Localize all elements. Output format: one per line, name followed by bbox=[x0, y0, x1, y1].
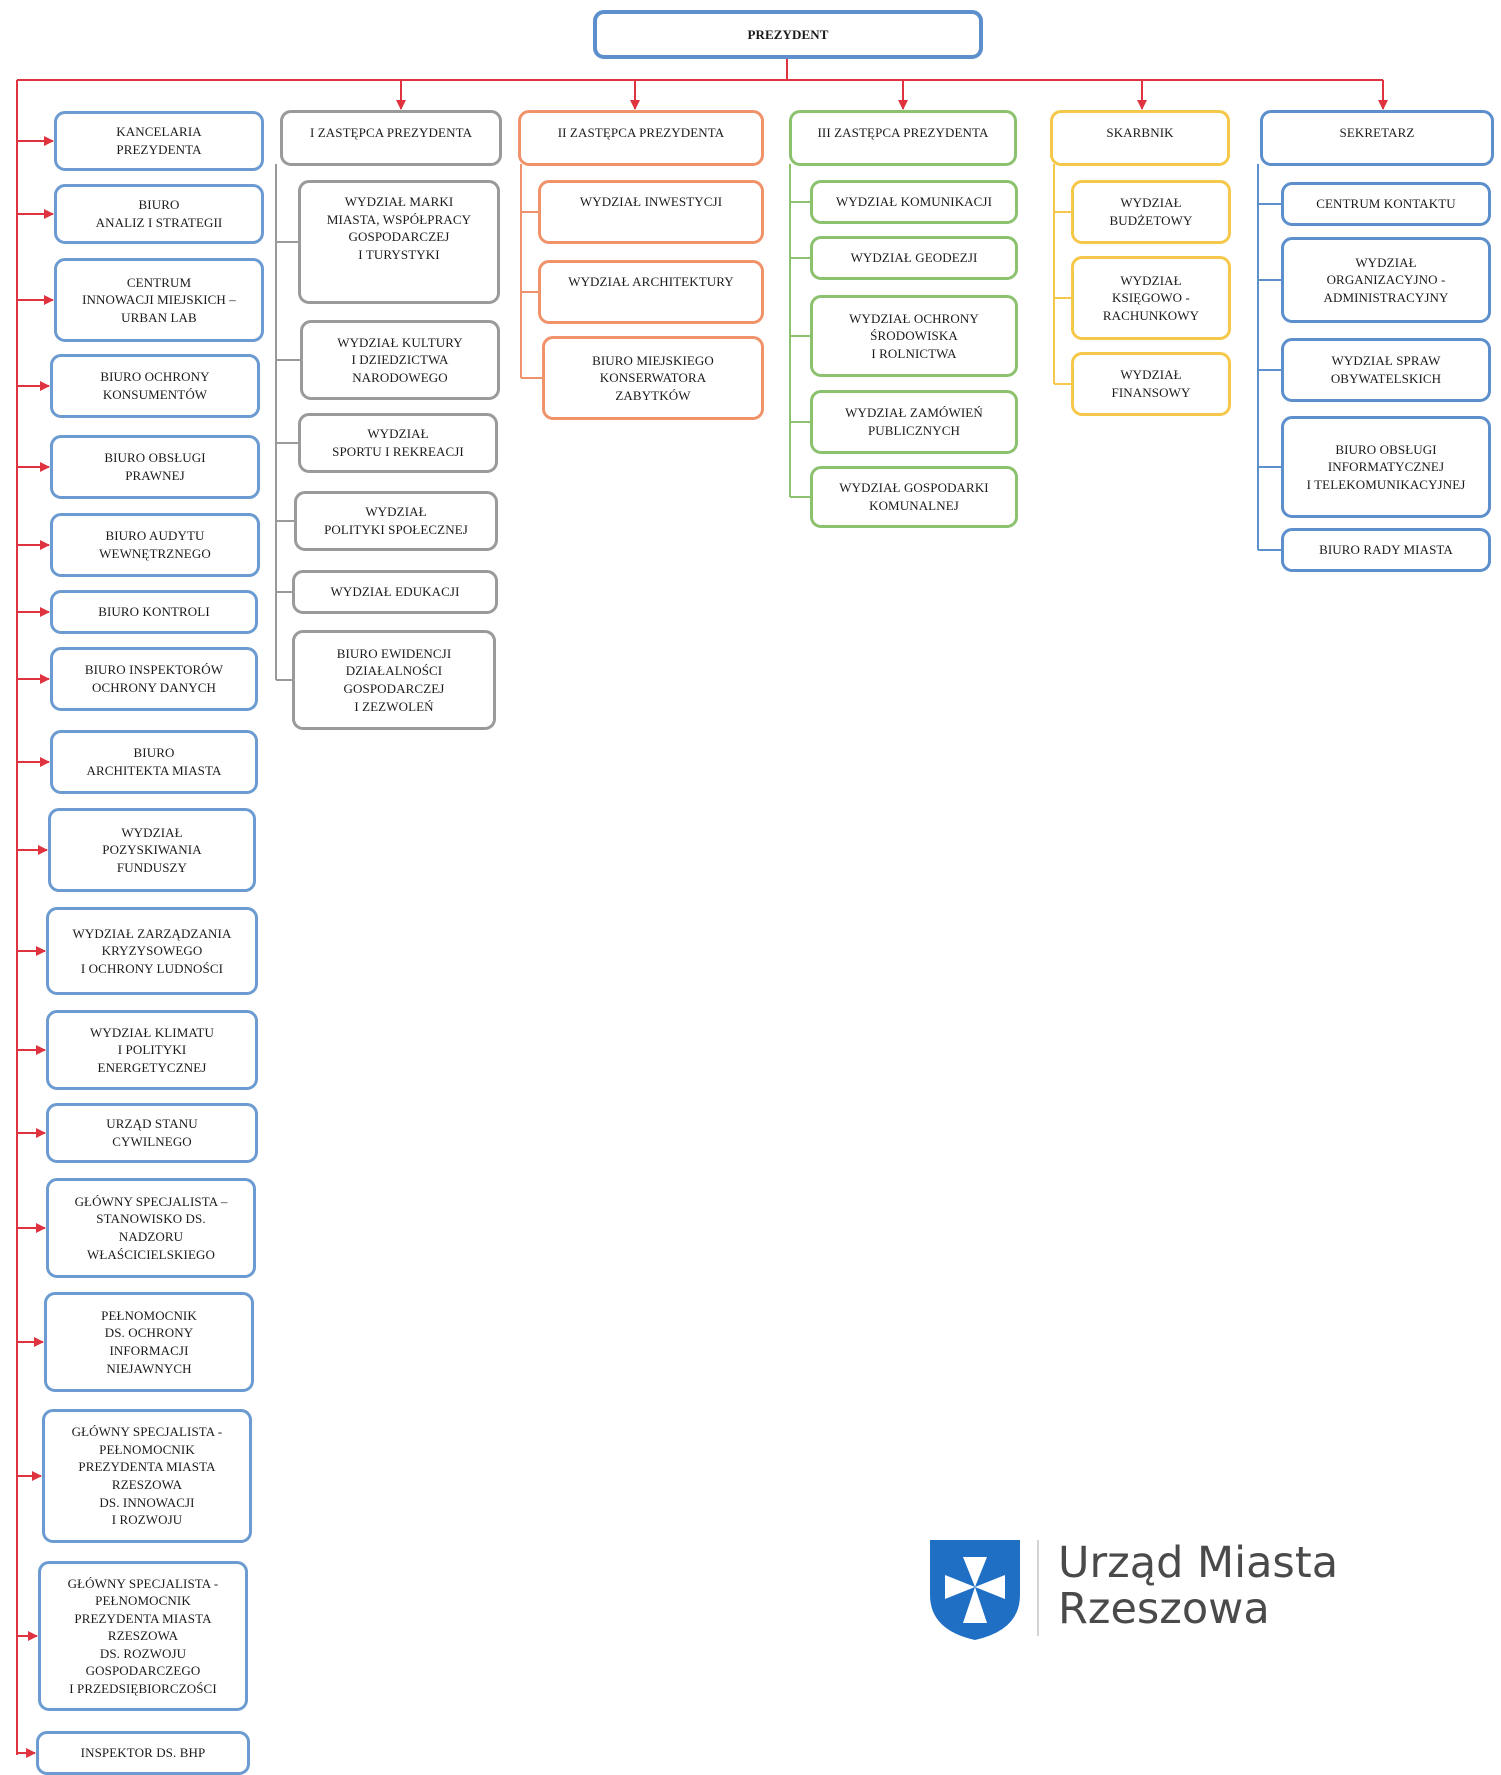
branch-head-1[interactable]: I ZASTĘPCA PREZYDENTA bbox=[280, 110, 502, 166]
left-office-2[interactable]: BIURO ANALIZ I STRATEGII bbox=[54, 184, 264, 244]
branch-head-4[interactable]: SKARBNIK bbox=[1050, 110, 1230, 166]
branch-1-unit-2[interactable]: WYDZIAŁ KULTURY I DZIEDZICTWA NARODOWEGO bbox=[300, 320, 500, 400]
logo-line-2: Rzeszowa bbox=[1058, 1584, 1270, 1634]
left-office-16[interactable]: GŁÓWNY SPECJALISTA - PEŁNOMOCNIK PREZYDE… bbox=[42, 1409, 252, 1543]
branch-3-unit-4[interactable]: WYDZIAŁ ZAMÓWIEŃ PUBLICZNYCH bbox=[810, 390, 1018, 454]
branch-head-2[interactable]: II ZASTĘPCA PREZYDENTA bbox=[518, 110, 764, 166]
branch-3-unit-5[interactable]: WYDZIAŁ GOSPODARKI KOMUNALNEJ bbox=[810, 466, 1018, 528]
branch-4-unit-1[interactable]: WYDZIAŁ BUDŻETOWY bbox=[1071, 180, 1231, 244]
left-office-5[interactable]: BIURO OBSŁUGI PRAWNEJ bbox=[50, 435, 260, 499]
left-office-8[interactable]: BIURO INSPEKTORÓW OCHRONY DANYCH bbox=[50, 647, 258, 711]
left-office-14[interactable]: GŁÓWNY SPECJALISTA – STANOWISKO DS. NADZ… bbox=[46, 1178, 256, 1278]
branch-5-unit-4[interactable]: BIURO OBSŁUGI INFORMATYCZNEJ I TELEKOMUN… bbox=[1281, 416, 1491, 518]
branch-5-unit-1[interactable]: CENTRUM KONTAKTU bbox=[1281, 182, 1491, 226]
branch-4-unit-3[interactable]: WYDZIAŁ FINANSOWY bbox=[1071, 352, 1231, 416]
branch-1-unit-3[interactable]: WYDZIAŁ SPORTU I REKREACJI bbox=[298, 413, 498, 473]
left-office-11[interactable]: WYDZIAŁ ZARZĄDZANIA KRYZYSOWEGO I OCHRON… bbox=[46, 907, 258, 995]
branch-2-unit-2[interactable]: WYDZIAŁ ARCHITEKTURY bbox=[538, 260, 764, 324]
president-box[interactable]: PREZYDENT bbox=[593, 10, 983, 59]
left-office-18[interactable]: INSPEKTOR DS. BHP bbox=[36, 1731, 250, 1775]
logo-line-1: Urząd Miasta bbox=[1058, 1538, 1339, 1588]
branch-5-unit-2[interactable]: WYDZIAŁ ORGANIZACYJNO - ADMINISTRACYJNY bbox=[1281, 237, 1491, 323]
branch-head-5[interactable]: SEKRETARZ bbox=[1260, 110, 1494, 166]
left-office-4[interactable]: BIURO OCHRONY KONSUMENTÓW bbox=[50, 354, 260, 418]
left-office-12[interactable]: WYDZIAŁ KLIMATU I POLITYKI ENERGETYCZNEJ bbox=[46, 1010, 258, 1090]
branch-5-unit-3[interactable]: WYDZIAŁ SPRAW OBYWATELSKICH bbox=[1281, 338, 1491, 402]
left-office-7[interactable]: BIURO KONTROLI bbox=[50, 590, 258, 634]
branch-1-unit-6[interactable]: BIURO EWIDENCJI DZIAŁALNOŚCI GOSPODARCZE… bbox=[292, 630, 496, 730]
branch-1-unit-4[interactable]: WYDZIAŁ POLITYKI SPOŁECZNEJ bbox=[294, 491, 498, 551]
branch-3-unit-1[interactable]: WYDZIAŁ KOMUNIKACJI bbox=[810, 180, 1018, 224]
left-office-13[interactable]: URZĄD STANU CYWILNEGO bbox=[46, 1103, 258, 1163]
branch-head-3[interactable]: III ZASTĘPCA PREZYDENTA bbox=[789, 110, 1017, 166]
left-office-17[interactable]: GŁÓWNY SPECJALISTA - PEŁNOMOCNIK PREZYDE… bbox=[38, 1561, 248, 1711]
left-office-15[interactable]: PEŁNOMOCNIK DS. OCHRONY INFORMACJI NIEJA… bbox=[44, 1292, 254, 1392]
logo-separator bbox=[1037, 1540, 1039, 1636]
rzeszow-shield-icon bbox=[930, 1540, 1020, 1640]
left-office-1[interactable]: KANCELARIA PREZYDENTA bbox=[54, 111, 264, 171]
left-office-9[interactable]: BIURO ARCHITEKTA MIASTA bbox=[50, 730, 258, 794]
branch-2-unit-3[interactable]: BIURO MIEJSKIEGO KONSERWATORA ZABYTKÓW bbox=[542, 336, 764, 420]
left-office-3[interactable]: CENTRUM INNOWACJI MIEJSKICH – URBAN LAB bbox=[54, 258, 264, 342]
branch-3-unit-2[interactable]: WYDZIAŁ GEODEZJI bbox=[810, 236, 1018, 280]
logo-text: Urząd Miasta Rzeszowa bbox=[1058, 1540, 1338, 1632]
city-logo bbox=[925, 1535, 1345, 1645]
branch-1-unit-5[interactable]: WYDZIAŁ EDUKACJI bbox=[292, 570, 498, 614]
branch-2-unit-1[interactable]: WYDZIAŁ INWESTYCJI bbox=[538, 180, 764, 244]
branch-5-unit-5[interactable]: BIURO RADY MIASTA bbox=[1281, 528, 1491, 572]
left-office-10[interactable]: WYDZIAŁ POZYSKIWANIA FUNDUSZY bbox=[48, 808, 256, 892]
branch-1-unit-1[interactable]: WYDZIAŁ MARKI MIASTA, WSPÓŁPRACY GOSPODA… bbox=[298, 180, 500, 304]
branch-4-unit-2[interactable]: WYDZIAŁ KSIĘGOWO - RACHUNKOWY bbox=[1071, 256, 1231, 340]
left-office-6[interactable]: BIURO AUDYTU WEWNĘTRZNEGO bbox=[50, 513, 260, 577]
branch-3-unit-3[interactable]: WYDZIAŁ OCHRONY ŚRODOWISKA I ROLNICTWA bbox=[810, 295, 1018, 377]
